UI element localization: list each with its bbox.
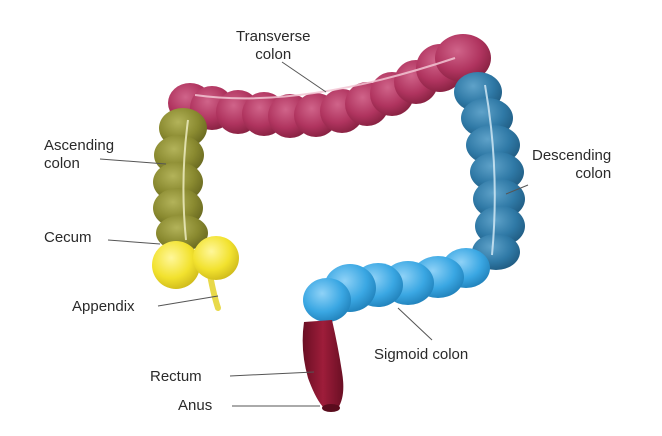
label-anus: Anus	[178, 397, 212, 415]
label-rectum: Rectum	[150, 368, 202, 386]
label-transverse-colon: Transverse colon	[236, 28, 310, 64]
label-sigmoid-colon: Sigmoid colon	[374, 346, 468, 364]
leader-sigmoid	[398, 308, 432, 340]
label-line: colon	[236, 46, 310, 64]
label-line: Descending	[532, 147, 611, 165]
ascending-colon	[153, 108, 208, 251]
label-line: Transverse	[236, 28, 310, 46]
label-ascending-colon: Ascending colon	[44, 137, 114, 173]
label-descending-colon: Descending colon	[532, 147, 611, 183]
leader-rectum	[230, 372, 314, 376]
leader-transverse	[282, 62, 326, 92]
transverse-colon	[168, 34, 491, 138]
label-line: colon	[532, 165, 611, 183]
label-line: Ascending	[44, 137, 114, 155]
label-appendix: Appendix	[72, 298, 135, 316]
rectum	[303, 320, 344, 412]
label-cecum: Cecum	[44, 229, 92, 247]
leader-appendix	[158, 296, 218, 306]
sigmoid-colon	[303, 248, 490, 322]
label-line: colon	[44, 155, 114, 173]
leader-cecum	[108, 240, 160, 244]
descending-colon	[454, 72, 525, 270]
